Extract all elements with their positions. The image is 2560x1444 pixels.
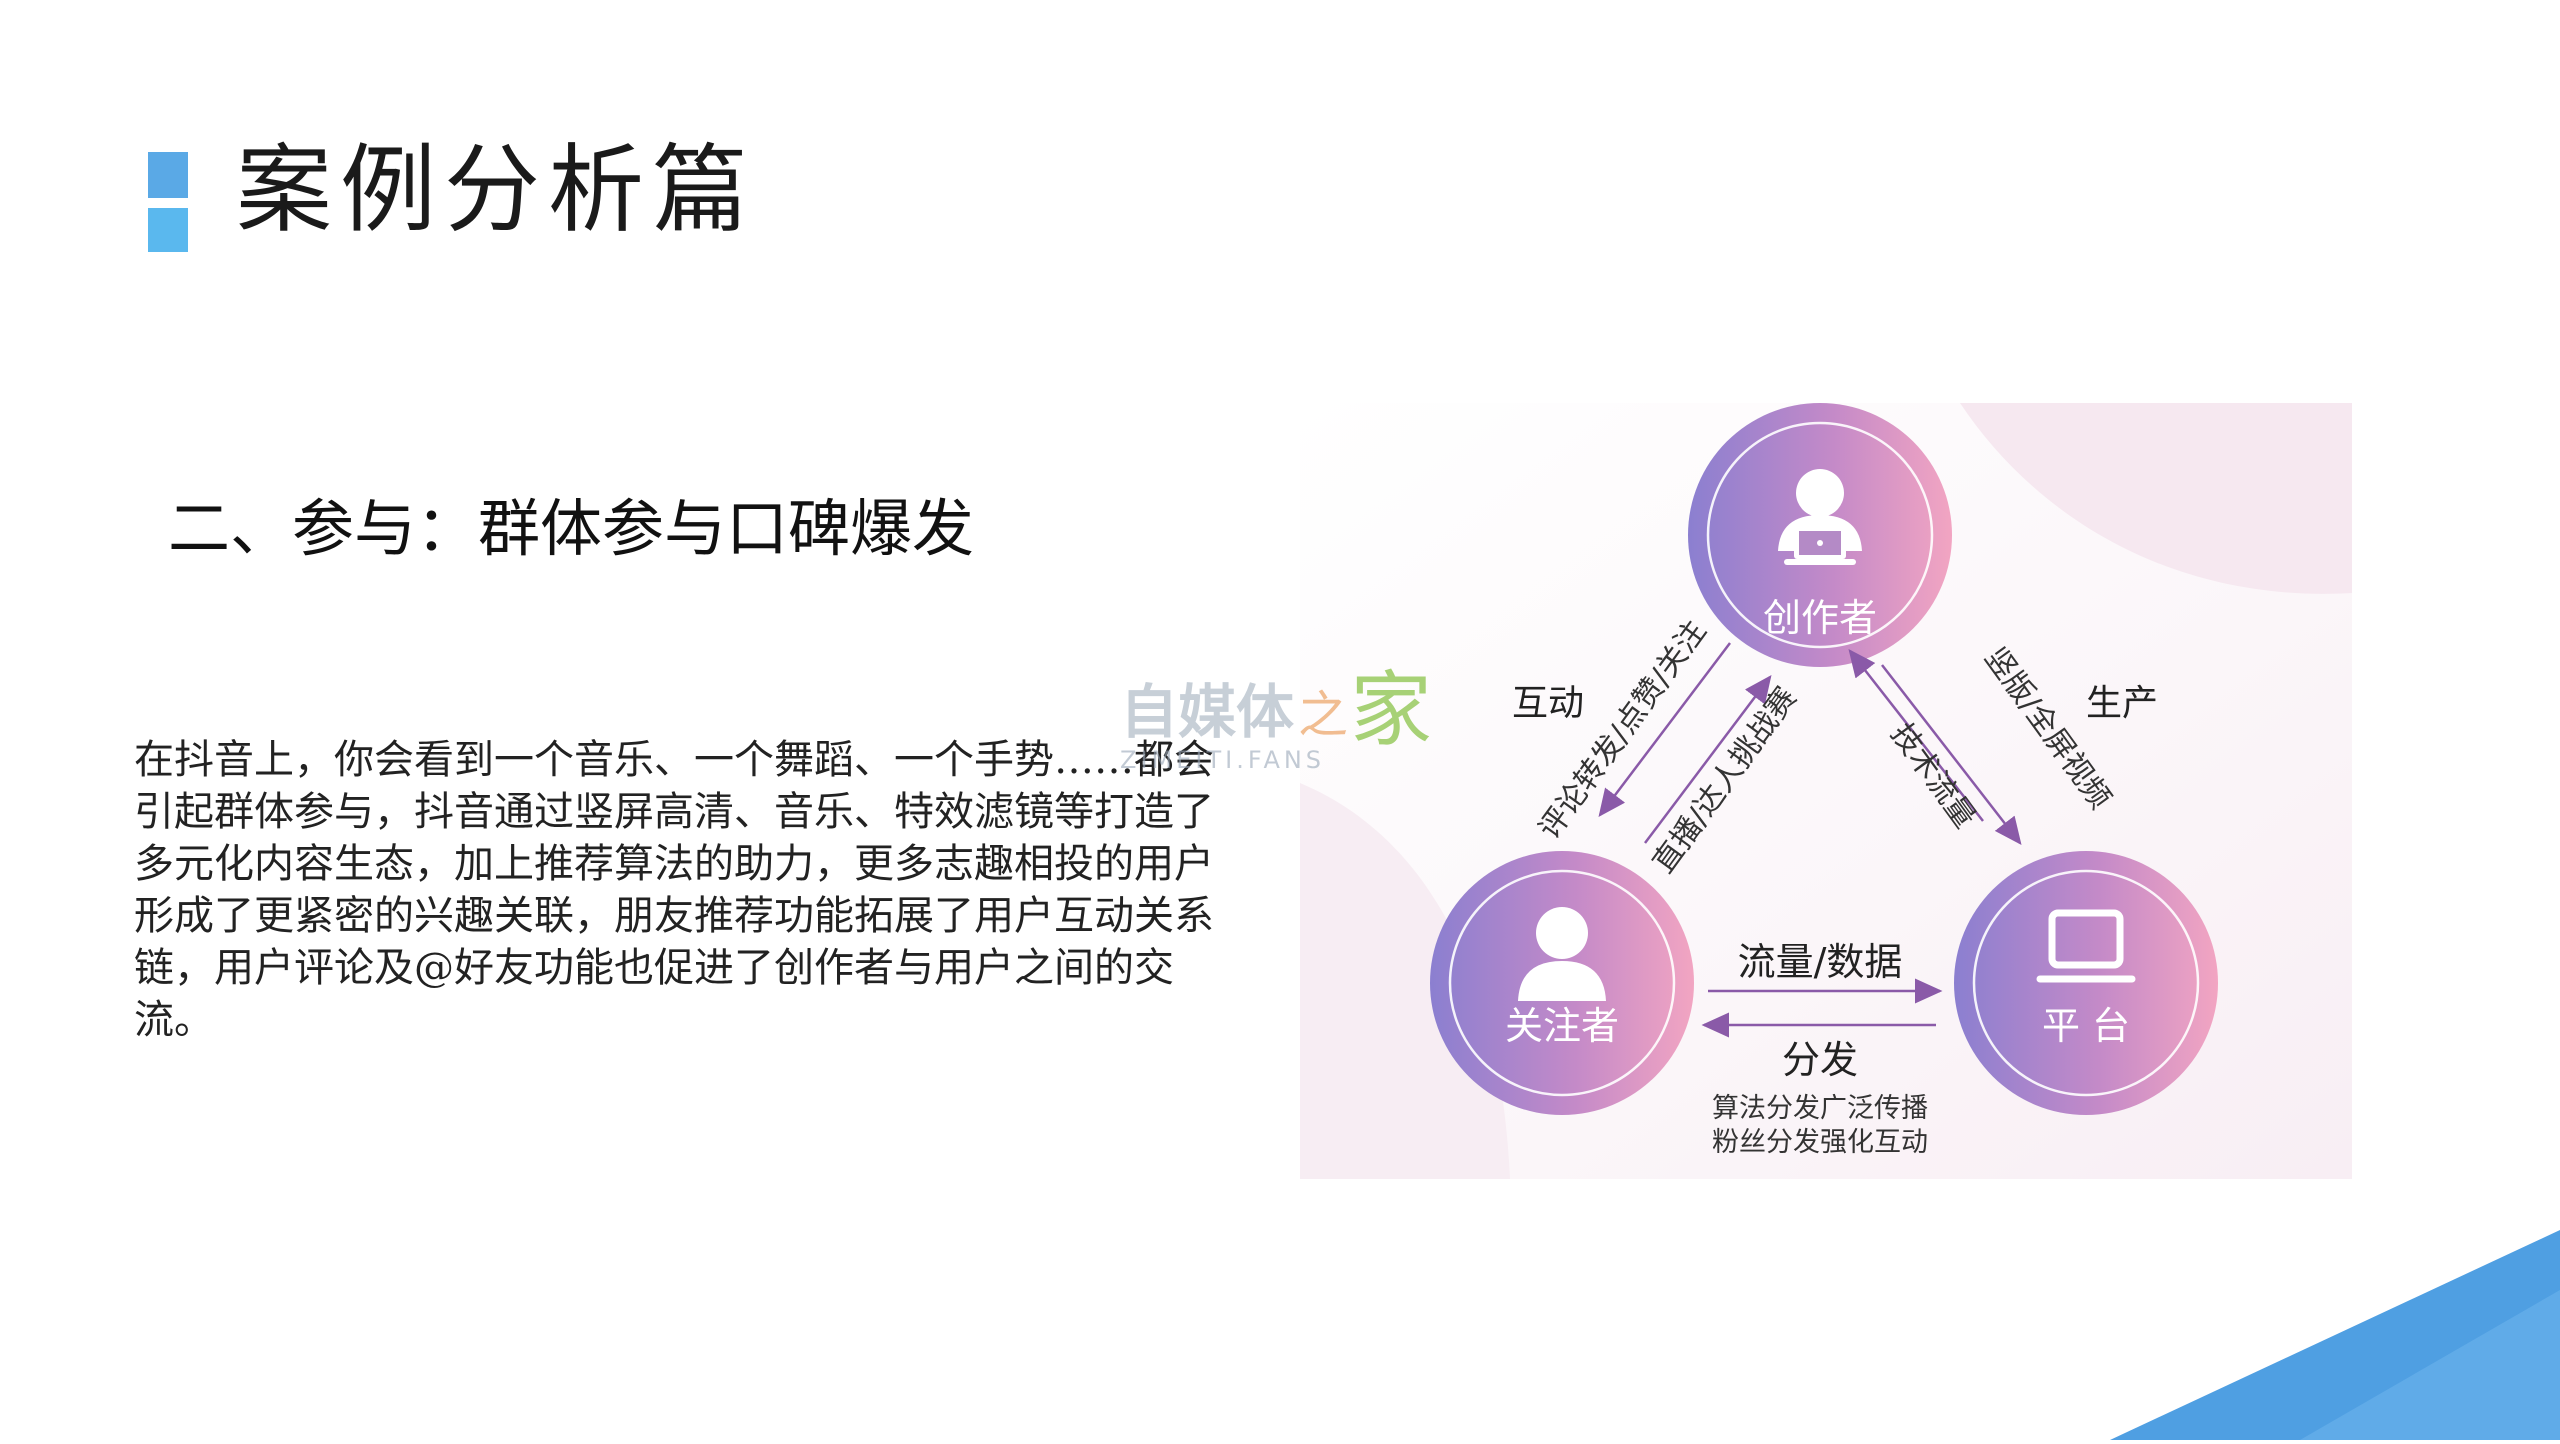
arrow-platform-to-creator [1848, 649, 1984, 822]
arrow-creator-to-follower [1598, 642, 1731, 817]
watermark: 自媒体 之 家 ZIMEITI.FANS [1120, 663, 1460, 778]
watermark-url: ZIMEITI.FANS [1120, 746, 1325, 774]
platform-node: 平 台 [1954, 851, 2218, 1115]
title-accent-bar-bottom [148, 208, 188, 252]
watermark-main-text: 自媒体 [1120, 678, 1294, 746]
person-laptop-icon [1778, 469, 1862, 565]
production-label: 生产 [2086, 683, 2158, 724]
diagram-bottom-left-swoosh [1300, 783, 1510, 1179]
arrow-follower-to-creator [1644, 675, 1772, 844]
arrow-creator-to-platform [1881, 664, 2022, 845]
watermark-logo: 自媒体 之 家 ZIMEITI.FANS [1120, 663, 1432, 774]
follower-node: 关注者 [1430, 851, 1694, 1115]
distribution-label: 分发 [1782, 1038, 1858, 1082]
person-icon [1518, 907, 1606, 1001]
creator-node: 创作者 [1688, 403, 1952, 667]
section-heading: 二、参与：群体参与口碑爆发 [168, 492, 975, 565]
corner-triangle [2110, 1230, 2560, 1440]
body-paragraph: 在抖音上，你会看到一个音乐、一个舞蹈、一个手势……都会引起群体参与，抖音通过竖屏… [134, 737, 1214, 1043]
watermark-accent-text: 家 [1350, 668, 1432, 758]
page-title: 案例分析篇 [236, 134, 756, 246]
distribution-note-1: 算法分发广泛传播 [1712, 1093, 1928, 1124]
diagram-top-right-swoosh [1960, 403, 2352, 594]
distribution-note-2: 粉丝分发强化互动 [1712, 1127, 1928, 1158]
diagram-canvas: 创作者 关注者 平 台 评论转发/点赞/关注 直播/达人挑战赛 [1300, 403, 2352, 1179]
follower-label: 关注者 [1505, 1004, 1619, 1048]
traffic-data-label: 流量/数据 [1738, 940, 1903, 984]
title-accent-bar-top [148, 152, 188, 198]
platform-label: 平 台 [2042, 1004, 2130, 1048]
creator-label: 创作者 [1763, 596, 1877, 640]
watermark-mid-text: 之 [1298, 686, 1348, 744]
laptop-icon [2036, 909, 2136, 983]
engagement-cycle-diagram: 创作者 关注者 平 台 评论转发/点赞/关注 直播/达人挑战赛 [1300, 403, 2352, 1179]
interaction-label: 互动 [1512, 683, 1584, 724]
corner-decoration [2040, 1230, 2560, 1440]
